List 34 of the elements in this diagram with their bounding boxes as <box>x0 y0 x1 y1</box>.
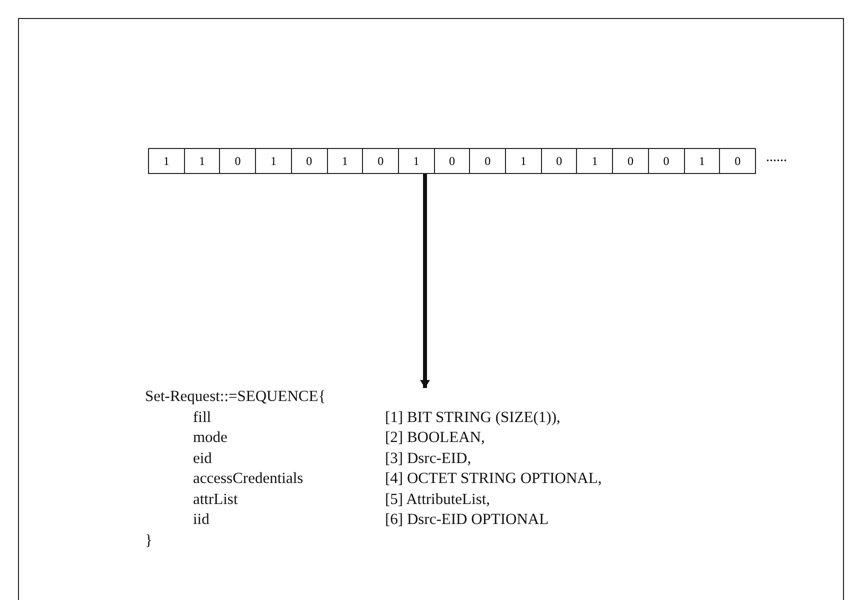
bit-cell: 0 <box>648 149 685 173</box>
code-text: [3] Dsrc-EID, <box>385 450 472 468</box>
bit-cell: 0 <box>292 149 328 173</box>
bit-cell: 1 <box>184 149 220 173</box>
code-text: [6] Dsrc-EID OPTIONAL <box>385 511 549 529</box>
ellipsis-text: ...... <box>766 150 787 166</box>
code-text: [4] OCTET STRING OPTIONAL, <box>385 470 602 488</box>
bit-cell: 0 <box>720 149 755 173</box>
bit-cell: 1 <box>684 149 720 173</box>
bit-cell: 0 <box>220 149 256 173</box>
code-text: } <box>145 532 152 550</box>
bit-cell: 1 <box>149 149 185 173</box>
bit-cell: 1 <box>577 149 614 173</box>
bit-cell: 0 <box>470 149 506 173</box>
code-text: attrList <box>193 490 238 508</box>
code-text: iid <box>193 511 210 529</box>
bit-cell: 0 <box>434 149 470 173</box>
code-text: [2] BOOLEAN, <box>385 429 485 447</box>
code-text: Set-Request::=SEQUENCE{ <box>145 388 326 406</box>
code-text: [1] BIT STRING (SIZE(1)), <box>385 408 560 426</box>
code-text: eid <box>193 450 212 468</box>
code-text: fill <box>193 408 212 426</box>
bit-cell: 0 <box>542 149 578 173</box>
bit-cell: 1 <box>506 149 542 173</box>
bit-strip <box>148 148 756 174</box>
bit-cell: 1 <box>398 149 435 173</box>
bit-cell: 0 <box>613 149 649 173</box>
code-text: accessCredentials <box>193 470 304 488</box>
bit-cell: 0 <box>363 149 399 173</box>
arrow <box>420 174 430 388</box>
bit-cell: 1 <box>256 149 292 173</box>
bit-cell: 1 <box>328 149 364 173</box>
code-text: [5] AttributeList, <box>385 490 490 508</box>
code-text: mode <box>193 429 228 447</box>
